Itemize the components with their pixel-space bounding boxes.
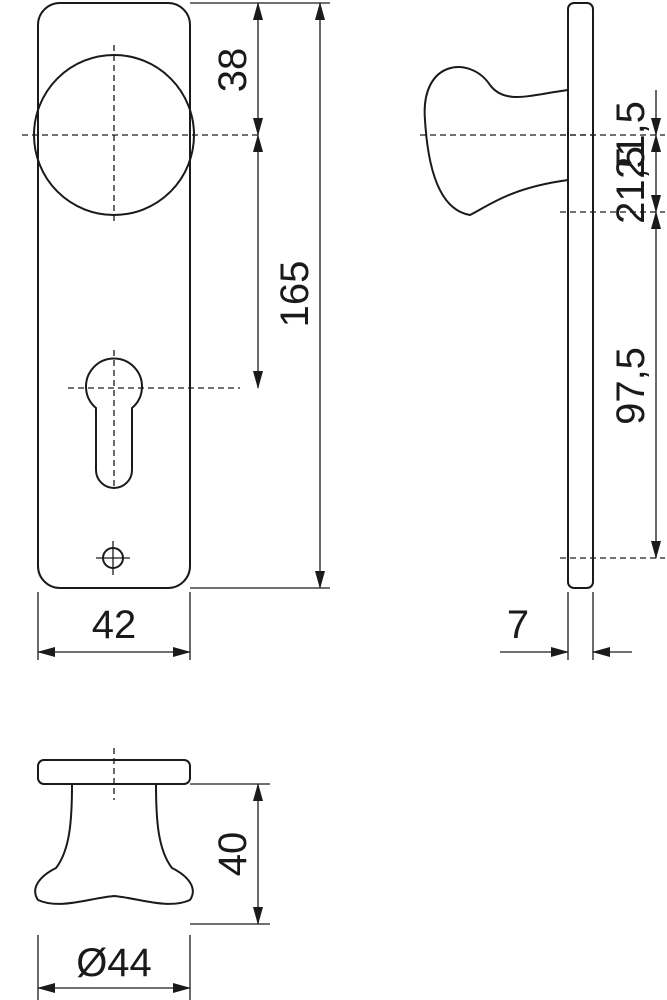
dim-label-40: 40 bbox=[211, 832, 255, 877]
dim-label-7: 7 bbox=[507, 603, 529, 647]
dim-label-21-5-middle: 21,5 bbox=[609, 146, 653, 224]
knob-side-profile bbox=[423, 66, 569, 217]
dim-label-97-5: 97,5 bbox=[609, 347, 653, 425]
dim-label-38: 38 bbox=[211, 48, 255, 93]
knob-view: 40 Ø44 bbox=[34, 748, 270, 1000]
dim-label-21-5-upper: 21,5 bbox=[609, 101, 653, 179]
dim-label-165: 165 bbox=[273, 261, 317, 328]
front-view: 38 165 42 bbox=[22, 2, 330, 660]
knob-body-profile bbox=[34, 783, 194, 905]
side-view: 21,5 21,5 97,5 7 bbox=[420, 2, 665, 660]
cylinder-keyhole bbox=[85, 357, 143, 489]
escutcheon-plate bbox=[37, 2, 191, 589]
plate-side-profile bbox=[567, 2, 594, 589]
dim-label-42: 42 bbox=[92, 603, 137, 647]
dim-label-diameter: Ø44 bbox=[76, 941, 152, 985]
